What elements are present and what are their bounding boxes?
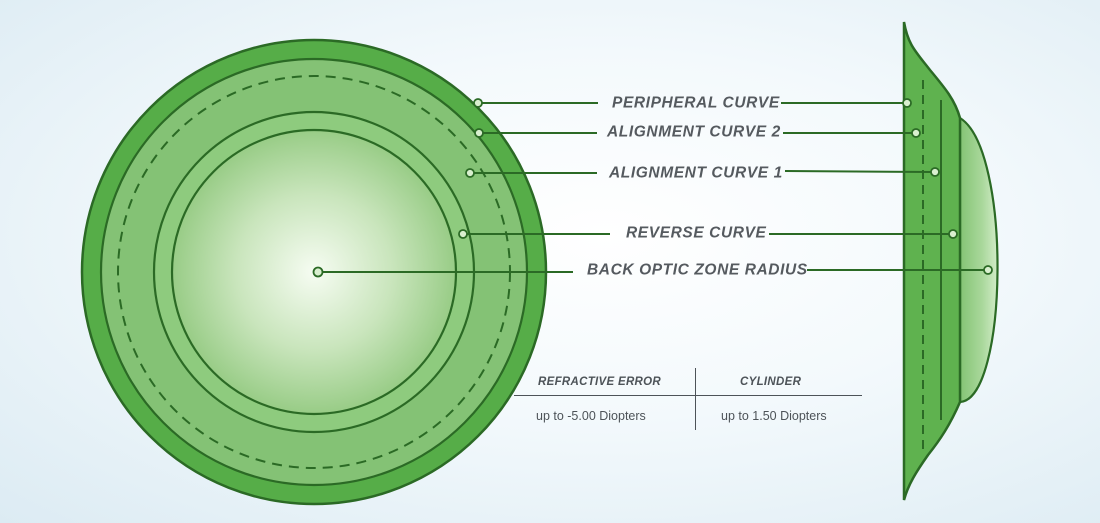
spec-table: REFRACTIVE ERROR CYLINDER up to -5.00 Di… (514, 368, 862, 430)
dot-reverse-side (948, 229, 958, 239)
dot-reverse-front (458, 229, 468, 239)
refractive-error-header: REFRACTIVE ERROR (538, 376, 662, 388)
dot-peripheral-side (902, 98, 912, 108)
cylinder-header: CYLINDER (740, 376, 802, 388)
spec-table-divider-horizontal (514, 395, 862, 396)
leader-dots (312, 98, 993, 278)
spec-table-divider-vertical (695, 368, 696, 430)
leader-lines (318, 102, 988, 273)
dot-boz-side (983, 265, 993, 275)
dot-boz-front (312, 266, 324, 278)
dot-peripheral-front (473, 98, 483, 108)
dot-alignment2-side (911, 128, 921, 138)
cylinder-value: up to 1.50 Diopters (721, 409, 827, 423)
leader-alignment1-right (784, 170, 936, 173)
alignment-curve-2-label: ALIGNMENT CURVE 2 (607, 123, 781, 141)
peripheral-curve-label: PERIPHERAL CURVE (612, 94, 780, 112)
dot-alignment2-front (474, 128, 484, 138)
side-profile (902, 21, 962, 501)
alignment-curve-1-label: ALIGNMENT CURVE 1 (609, 164, 783, 182)
lens-side-view (902, 21, 999, 501)
dot-alignment1-side (930, 167, 940, 177)
dot-alignment1-front (465, 168, 475, 178)
back-optic-zone-radius-label: BACK OPTIC ZONE RADIUS (587, 261, 808, 279)
reverse-curve-label: REVERSE CURVE (626, 224, 767, 242)
refractive-error-value: up to -5.00 Diopters (536, 409, 646, 423)
side-dome (958, 116, 999, 404)
